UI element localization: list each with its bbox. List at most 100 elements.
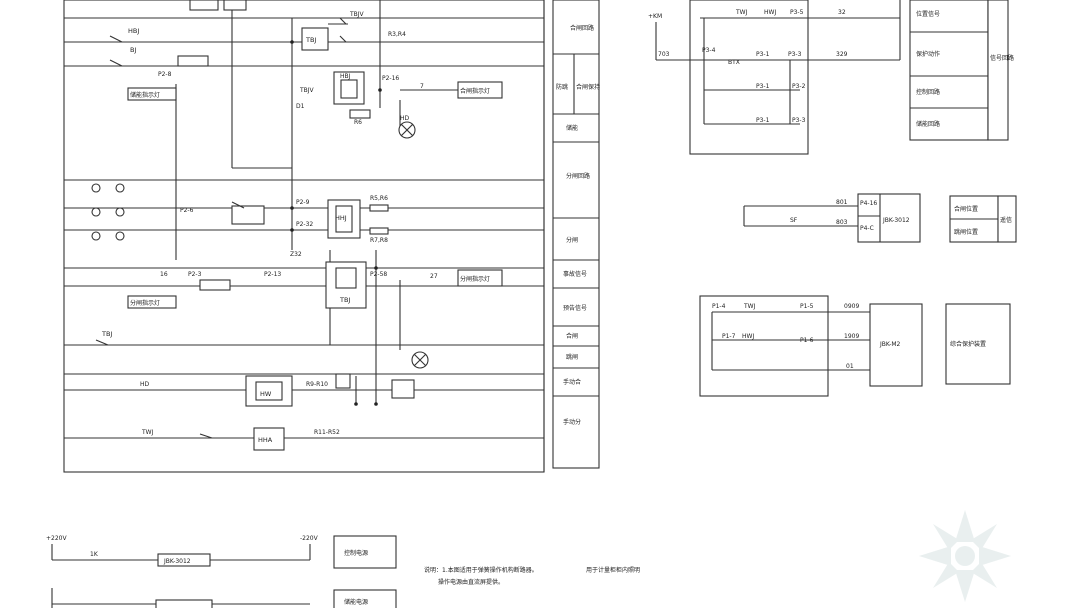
label-r9r10: R9-R10 [306, 381, 328, 388]
label-sf: SF [790, 217, 798, 224]
label-n27: 27 [430, 273, 438, 280]
note-line-2: 操作电源由直流屏提供。 [438, 578, 504, 586]
label-hwj: HWJ [742, 333, 754, 340]
col-text-8: 跳闸 [566, 353, 578, 361]
right-lamp-label-mid: 分闸指示灯 [460, 275, 490, 283]
label-d1: D1 [296, 103, 305, 110]
telesignal-circuit: 801 803 P4-16 P4-C SF JBK-3012 合闸位置 跳闸位置… [743, 193, 1017, 243]
label-bj: BJ [130, 46, 136, 54]
label-p3-1c: P3-1 [756, 117, 770, 124]
label-1k: 1K [90, 551, 99, 558]
right-lamp-label-top: 合闸指示灯 [460, 87, 490, 95]
label-tbj-left: TBJ [101, 330, 112, 338]
protection-circuit: P1-4 TWJ P1-5 P1-7 HWJ P1-6 0909 1909 01… [699, 295, 1011, 397]
label-p2-32: P2-32 [296, 221, 313, 228]
label-hd2: HD [140, 381, 150, 388]
label-p3-1: P3-1 [756, 51, 770, 58]
label-p3-3b: P3-3 [792, 117, 806, 124]
col-text-12: 手动分 [563, 418, 581, 426]
label-n1909: 1909 [844, 333, 859, 340]
label-tbjv-a: TBJV [349, 11, 365, 18]
bottom-box-0: 控制电源 [344, 549, 368, 557]
label-hha: HHA [258, 436, 273, 444]
label-p3-2: P3-2 [792, 83, 806, 90]
right-top-col-2: 控制回路 [916, 88, 940, 96]
label-btx: BTX [728, 59, 740, 66]
label-p4-16: P4-16 [860, 200, 877, 207]
watermark-logo-icon [919, 510, 1011, 602]
label-tbj-top: TBJ [305, 36, 316, 44]
label-n32: 32 [838, 9, 846, 16]
label-p4-c: P4-C [860, 225, 874, 232]
label-r7r8: R7,R8 [370, 237, 388, 244]
label-z32: Z32 [290, 251, 302, 258]
label-r11r52: R11-R52 [314, 429, 340, 436]
right-top-side: 信号回路 [990, 54, 1014, 62]
label-jbk3012-b: JBK-3012 [163, 558, 191, 565]
col-text-2: 储能 [566, 124, 578, 132]
label-hbj2: HBJ [340, 73, 351, 80]
right-top-col-1: 保护动作 [916, 50, 940, 58]
label-jbk-m2: JBK-M2 [879, 341, 901, 348]
label-jbk3012-r: JBK-3012 [882, 217, 910, 224]
label-p2-58: P2-58 [370, 271, 387, 278]
label-tbjv-b: TBJV [299, 87, 315, 94]
label-p1-6: P1-6 [800, 337, 814, 344]
col-text-3: 分闸回路 [566, 172, 590, 180]
label-twj-r: TWJ [735, 9, 748, 16]
col-text-0: 合闸回路 [570, 24, 594, 32]
label-r3r4: R3,R4 [388, 31, 406, 38]
label-p3-3: P3-3 [788, 51, 802, 58]
signal-circuit-top: +KM 703 TWJ HWJ P3-5 32 P3-4 P3-1 P3-3 3… [648, 0, 1014, 155]
label-p1-7: P1-7 [722, 333, 736, 340]
col-text-7: 合闸 [566, 332, 578, 340]
function-column: 合闸回路 合闸保持 防跳 储能 分闸回路 分闸 事故信号 预告信号 合闸 跳闸 … [552, 0, 600, 469]
label-p2-8: P2-8 [158, 71, 172, 78]
left-box-2-label: 分闸指示灯 [130, 299, 160, 307]
label-n01: 01 [846, 363, 854, 370]
col-text-11: 手动合 [563, 378, 581, 386]
label-twj: TWJ [141, 429, 154, 436]
label-hw: HW [260, 390, 272, 398]
label-220v-r: -220V [300, 535, 319, 542]
label-plus-top: +KM [648, 13, 662, 20]
label-p1-4: P1-4 [712, 303, 726, 310]
label-p1-5: P1-5 [800, 303, 814, 310]
label-n329: 329 [836, 51, 848, 58]
label-hbj: HBJ [128, 27, 139, 35]
label-hwj-r: HWJ [764, 9, 776, 16]
power-circuit: +220V -220V JBK-3012 1K 控制电源 储能电源 说明：1.本… [46, 535, 640, 611]
right-mid-side: 遥信 [1000, 216, 1012, 224]
label-n16: 16 [160, 271, 168, 278]
label-n801: 801 [836, 199, 848, 206]
note-line-1: 说明：1.本图适用于弹簧操作机构断路器。 [424, 566, 538, 574]
right-top-col-3: 储能回路 [916, 120, 940, 128]
right-mid-col-1: 跳闸位置 [954, 228, 978, 236]
col-text-4: 分闸 [566, 236, 578, 244]
label-p2-3: P2-3 [188, 271, 202, 278]
main-control-circuit: HBJ BJ P2-8 TBJ R3,R4 TBJV HBJ TBJV D1 P… [63, 0, 545, 473]
col-text-1: 合闸保持 [576, 83, 600, 91]
label-220v-l: +220V [46, 535, 67, 542]
right-mid-col-0: 合闸位置 [954, 205, 978, 213]
watermark [919, 510, 1011, 602]
col-text-5: 事故信号 [563, 270, 587, 278]
bottom-note-right: 用于计量柜柜内照明 [586, 566, 640, 574]
label-n703: 703 [658, 51, 670, 58]
label-p3-1b: P3-1 [756, 83, 770, 90]
label-hhj: HHJ [335, 214, 347, 222]
label-p2-9: P2-9 [296, 199, 310, 206]
label-r5r6: R5,R6 [370, 195, 388, 202]
label-hd: HD [400, 115, 410, 122]
label-p2-16: P2-16 [382, 75, 399, 82]
label-r6: R6 [354, 119, 362, 126]
right-lower-box: 综合保护装置 [950, 340, 986, 348]
label-p1-3: P3-5 [790, 9, 804, 16]
left-box-1-label: 储能指示灯 [130, 91, 160, 99]
right-top-col-0: 位置信号 [916, 10, 940, 18]
label-twj2: TWJ [743, 303, 756, 310]
label-n803: 803 [836, 219, 848, 226]
col-text-6: 预告信号 [563, 304, 587, 312]
